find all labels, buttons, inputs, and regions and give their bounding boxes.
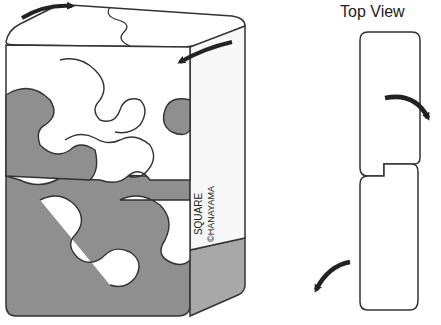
white-claw-top	[60, 59, 145, 133]
white-claw-lower-right	[120, 196, 190, 265]
rotation-arrow	[316, 262, 350, 290]
top-view-lower	[360, 164, 418, 310]
upper-block-side	[190, 26, 245, 250]
lower-block-side	[190, 238, 245, 316]
brand-name: SQUARE	[194, 193, 204, 235]
rotation-arrow	[385, 97, 428, 118]
rotation-arrow	[180, 42, 232, 62]
grey-swirl-right	[164, 99, 190, 135]
upper-block-front	[6, 45, 190, 185]
view-title: Top View	[340, 4, 405, 20]
top-view-upper	[360, 32, 420, 176]
white-claw-lower	[40, 196, 139, 286]
rotation-arrow	[22, 6, 72, 18]
lower-block-front	[6, 170, 190, 316]
white-claw-center	[65, 134, 154, 177]
top-seam	[108, 7, 130, 46]
maker-mark: ©HANAYAMA	[207, 186, 216, 242]
